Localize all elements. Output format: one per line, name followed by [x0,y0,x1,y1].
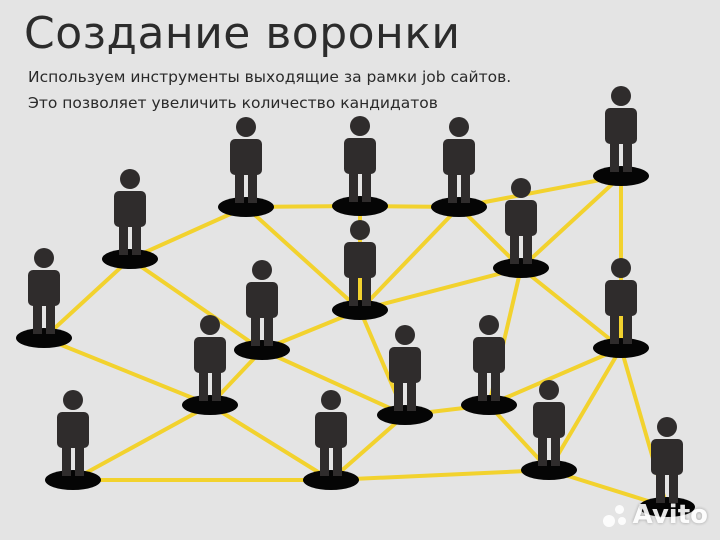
person-node [102,169,158,269]
person-icon [315,390,347,476]
person-icon [651,417,683,503]
node-base [332,196,388,216]
watermark-text: Avito [632,500,708,530]
connection-line [42,257,132,340]
connection-line [129,205,247,261]
node-base [303,470,359,490]
person-node [234,260,290,360]
person-icon [505,178,537,264]
person-icon [605,86,637,172]
person-icon [57,390,89,476]
node-base [593,166,649,186]
avito-dots-icon [602,503,629,527]
person-icon [473,315,505,401]
node-base [431,197,487,217]
subtitle-line-2: Это позволяет увеличить количество канди… [28,94,438,112]
person-icon [443,117,475,203]
node-base [332,300,388,320]
person-node [521,380,577,480]
person-node [593,258,649,358]
connection-line [244,205,362,312]
connection-line [128,257,264,352]
person-icon [230,117,262,203]
node-base [493,258,549,278]
person-icon [28,248,60,334]
person-node [377,325,433,425]
connection-line [261,348,406,417]
node-base [102,249,158,269]
person-node [593,86,649,186]
watermark: Avito [602,500,708,530]
node-base [218,197,274,217]
node-base [45,470,101,490]
connection-line [458,174,622,209]
person-icon [533,380,565,466]
slide-title: Создание воронки [24,8,461,59]
person-icon [344,220,376,306]
person-icon [389,325,421,411]
connection-line [72,403,211,482]
person-icon [344,116,376,202]
person-icon [114,169,146,255]
person-node [16,248,72,348]
node-base [639,497,695,517]
node-base [16,328,72,348]
person-icon [605,258,637,344]
person-node [45,390,101,490]
person-node [332,116,388,216]
person-icon [194,315,226,401]
person-node [431,117,487,217]
node-base [521,460,577,480]
node-base [377,405,433,425]
connection-line [208,403,333,482]
person-node [332,220,388,320]
subtitle-line-1: Используем инструменты выходящие за рамк… [28,68,512,86]
connection-line [519,266,623,350]
connection-line [329,413,407,482]
connection-line [330,468,550,482]
connection-line [359,266,522,312]
person-icon [246,260,278,346]
person-node [303,390,359,490]
connection-line [43,336,211,407]
node-base [182,395,238,415]
connection-line [547,346,623,472]
node-base [234,340,290,360]
person-node [461,315,517,415]
connection-line [488,346,622,407]
node-base [593,338,649,358]
connection-line [519,174,623,270]
person-node [218,117,274,217]
connection-line [358,205,461,312]
person-node [639,417,695,517]
node-base [461,395,517,415]
person-node [182,315,238,415]
person-node [493,178,549,278]
